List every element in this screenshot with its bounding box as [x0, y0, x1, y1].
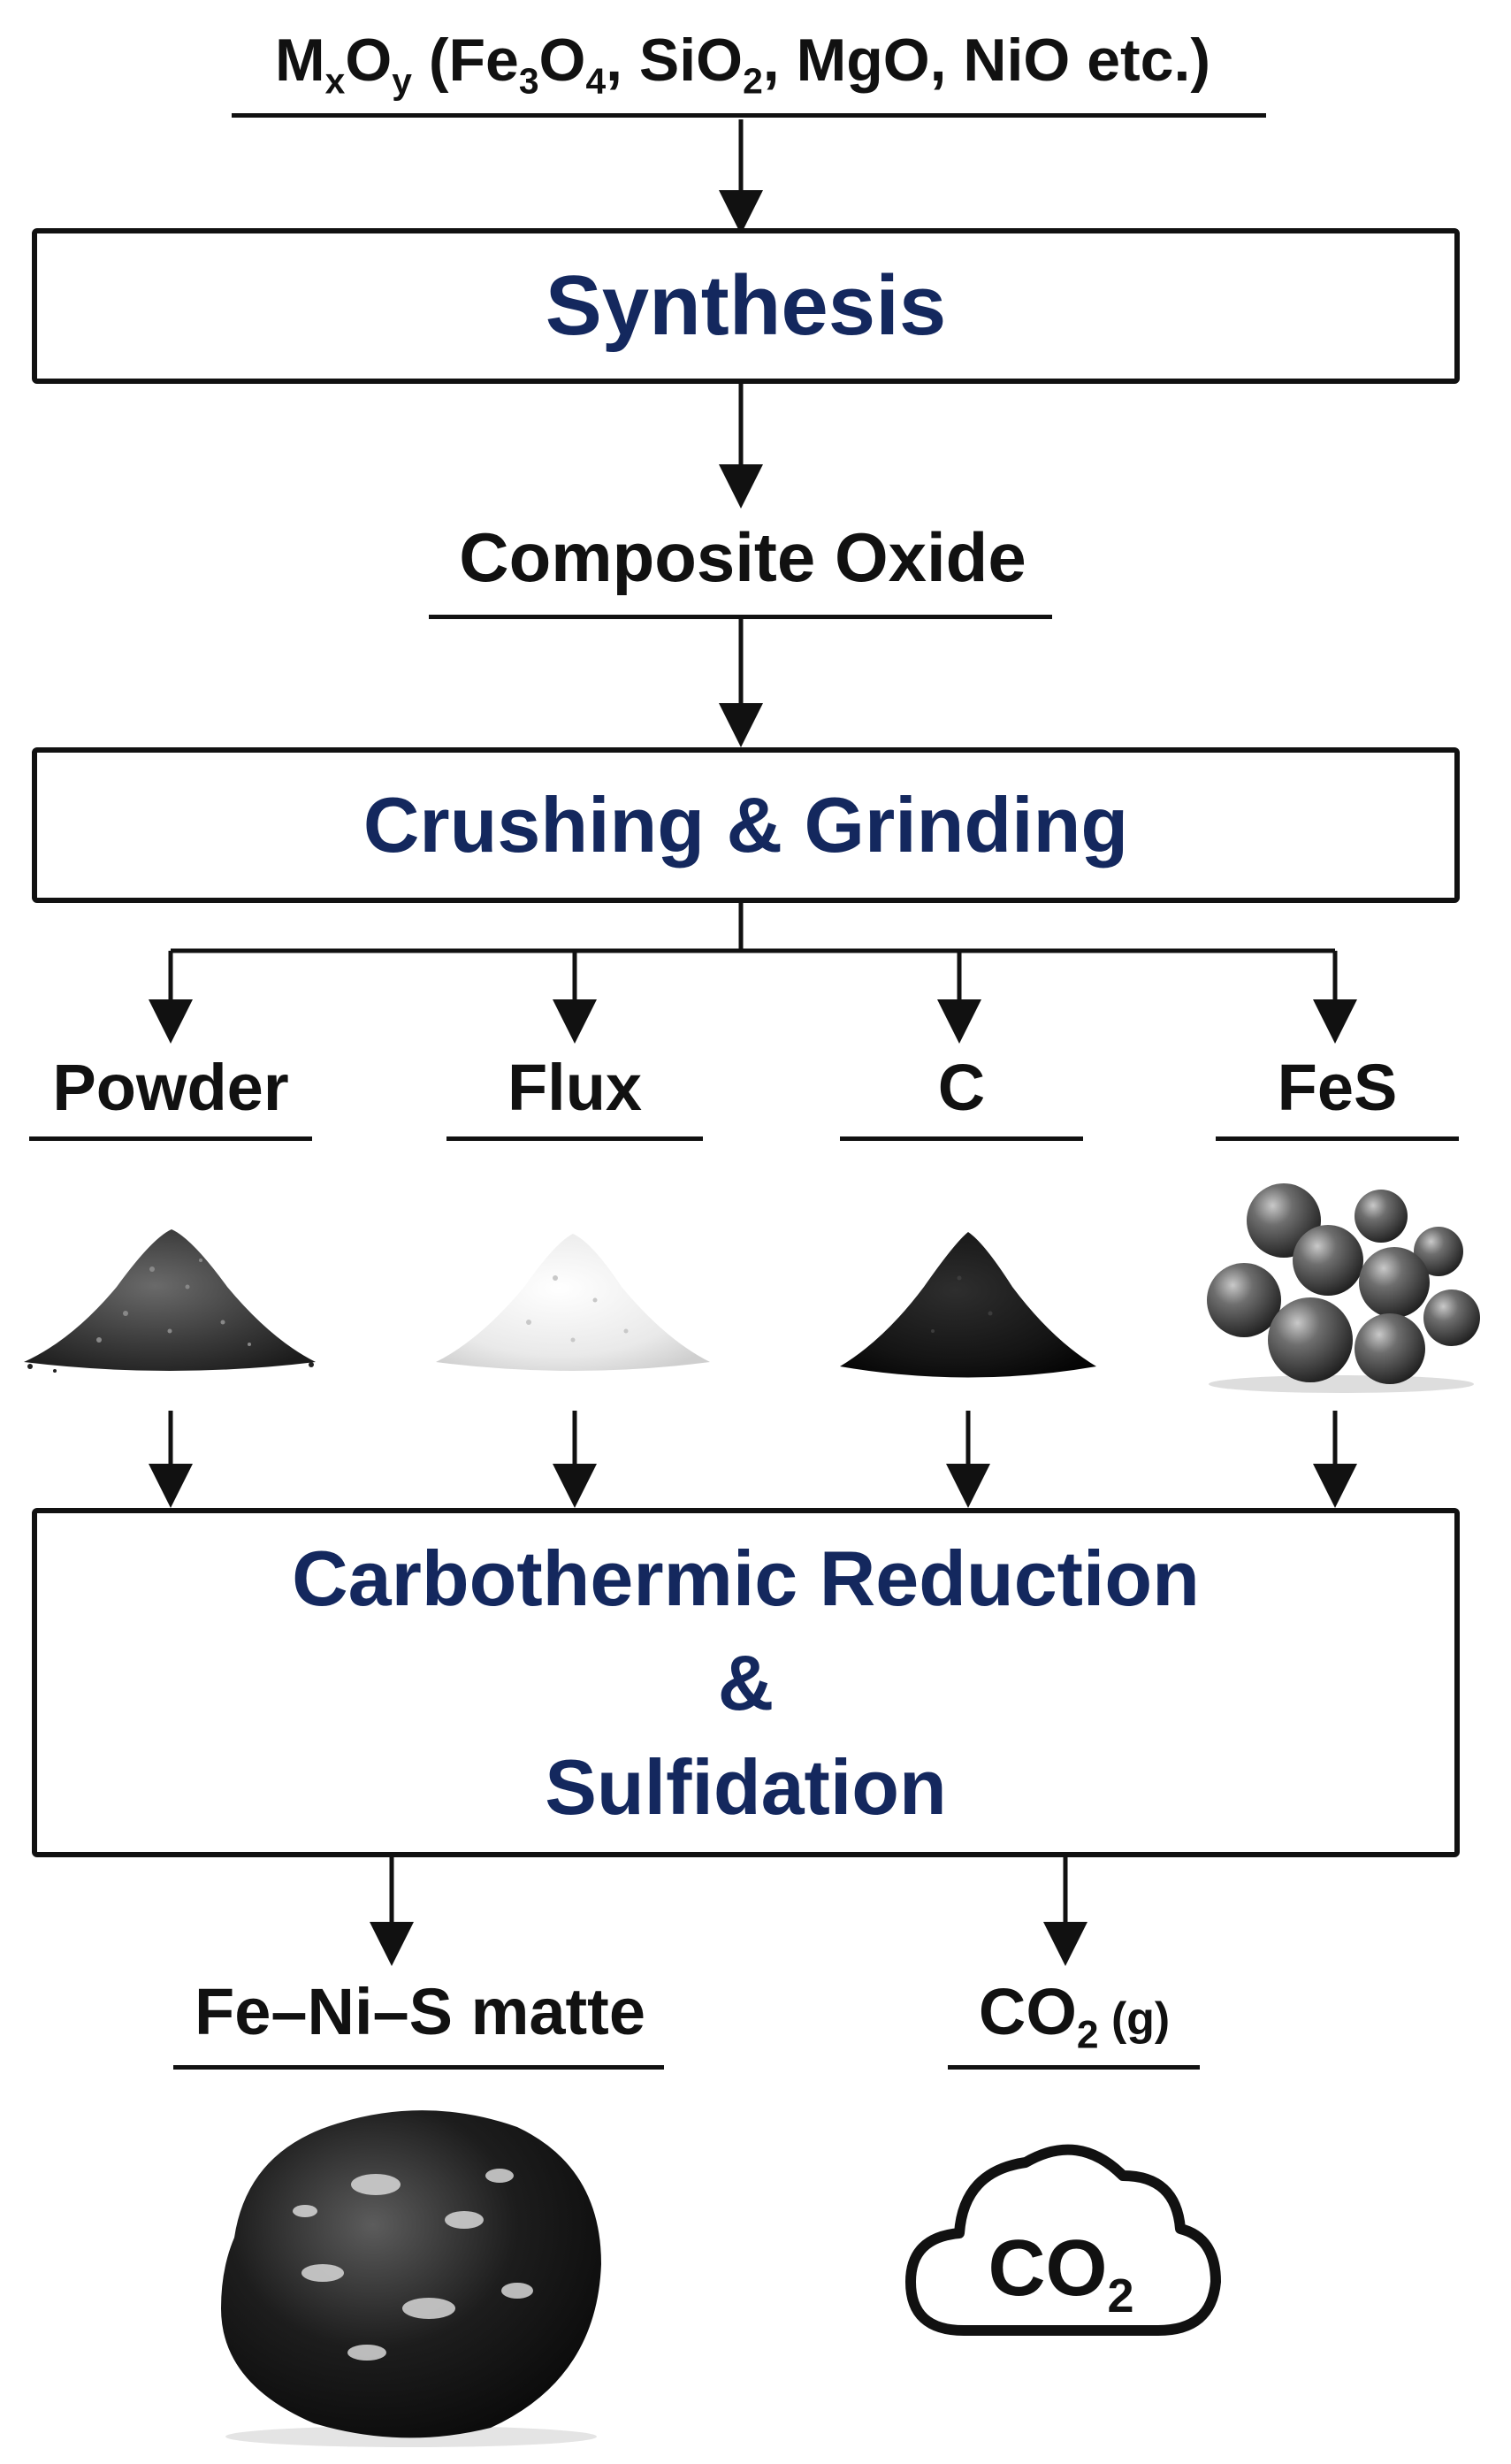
reduction-line-1: Carbothermic Reduction [292, 1534, 1200, 1622]
material-label-flux: Flux [507, 1051, 643, 1124]
input-underline [232, 113, 1266, 118]
carbon-powder-pile-icon [840, 1232, 1096, 1378]
material-label-fes: FeS [1277, 1051, 1398, 1124]
powder-underline [29, 1136, 312, 1141]
dark-powder-pile-icon [24, 1229, 316, 1373]
c-underline [840, 1136, 1083, 1141]
white-powder-pile-icon [436, 1234, 710, 1371]
flux-underline [446, 1136, 703, 1141]
fe-ni-s-matte-lump-icon [221, 2110, 601, 2447]
reduction-line-2: & [717, 1638, 775, 1726]
material-label-powder: Powder [52, 1051, 289, 1124]
reduction-line-3: Sulfidation [545, 1742, 947, 1831]
reduction-sulfidation-step-box: Carbothermic Reduction & Sulfidation [32, 1508, 1460, 1857]
crushing-grinding-step-label: Crushing & Grinding [362, 781, 1129, 869]
composite-oxide-label: Composite Oxide [459, 518, 1026, 596]
input-oxides-label: MxOy (Fe3O4, SiO2, MgO, NiO etc.) [274, 27, 1211, 102]
co2-cloud-icon [905, 2144, 1221, 2336]
crushing-grinding-step-box: Crushing & Grinding [32, 747, 1460, 903]
co2-gas-label: CO2 (g) [978, 1975, 1171, 2057]
co2-underline [948, 2065, 1200, 2070]
fes-pellets-icon [1207, 1183, 1480, 1393]
material-label-c: C [937, 1051, 986, 1124]
matte-underline [173, 2065, 664, 2070]
synthesis-step-label: Synthesis [545, 258, 947, 353]
matte-product-label: Fe–Ni–S matte [195, 1975, 645, 2048]
composite-underline [429, 615, 1052, 619]
synthesis-step-box: Synthesis [32, 228, 1460, 384]
co2-cloud-text: CO2 [988, 2224, 1134, 2322]
fes-underline [1216, 1136, 1459, 1141]
